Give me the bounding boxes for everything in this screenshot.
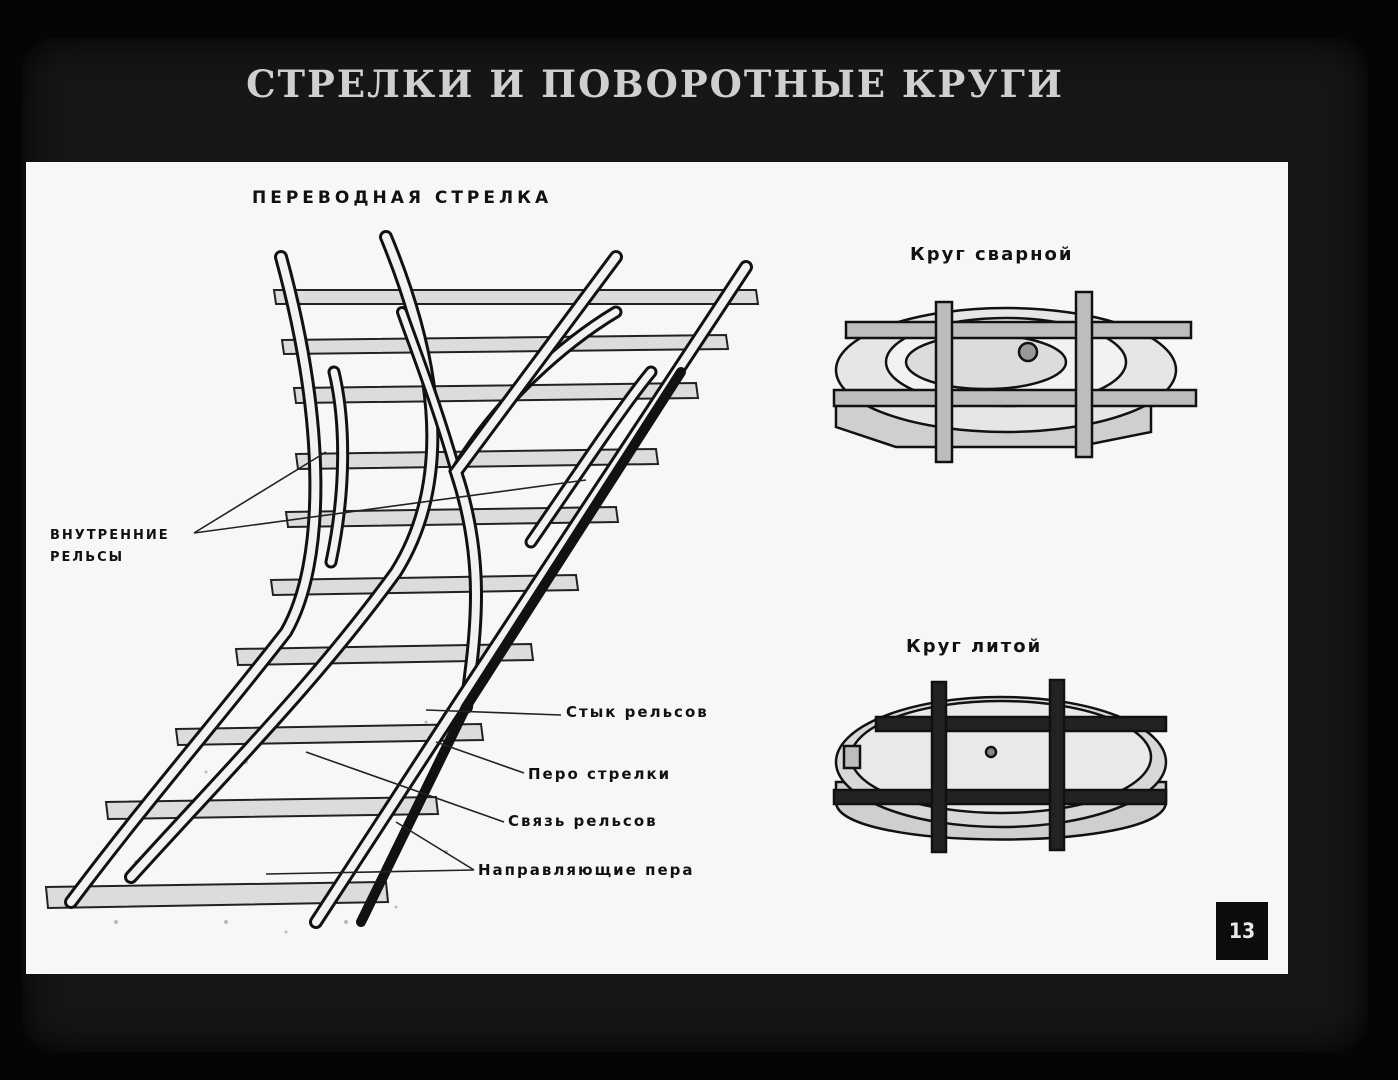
sleeper	[292, 381, 700, 405]
sleeper	[294, 447, 660, 471]
leader-lines	[193, 451, 587, 875]
welded-turntable	[832, 290, 1198, 464]
sleeper	[272, 289, 760, 305]
page-number-badge: 13	[1216, 902, 1268, 960]
rails	[64, 230, 753, 929]
label-rail-joint: Стык рельсов	[566, 703, 709, 721]
straight-right-rail	[356, 367, 686, 927]
illustration-panel: ПЕРЕВОДНАЯ СТРЕЛКА Круг сварной Круг лит…	[26, 162, 1288, 974]
label-switch-title: ПЕРЕВОДНАЯ СТРЕЛКА	[252, 188, 553, 208]
sleeper	[280, 333, 730, 356]
label-inner-rails-line1: ВНУТРЕННИЕ	[50, 528, 170, 543]
cast-turntable	[832, 678, 1168, 854]
sleeper	[44, 880, 390, 910]
sleepers	[44, 289, 760, 910]
label-inner-rails-line2: РЕЛЬСЫ	[50, 550, 125, 565]
sleeper	[234, 642, 535, 667]
label-guide-blades: Направляющие пера	[478, 861, 695, 879]
label-cast-turntable: Круг литой	[906, 636, 1043, 657]
slide-title: СТРЕЛКИ И ПОВОРОТНЫЕ КРУГИ	[246, 62, 1064, 106]
sleeper	[284, 505, 620, 529]
label-rail-tie: Связь рельсов	[508, 812, 658, 830]
label-switch-blade: Перо стрелки	[528, 765, 672, 783]
label-inner-rails: ВНУТРЕННИЕ РЕЛЬСЫ	[50, 525, 170, 569]
illustration-svg	[44, 230, 1198, 934]
label-welded-turntable: Круг сварной	[910, 244, 1074, 265]
